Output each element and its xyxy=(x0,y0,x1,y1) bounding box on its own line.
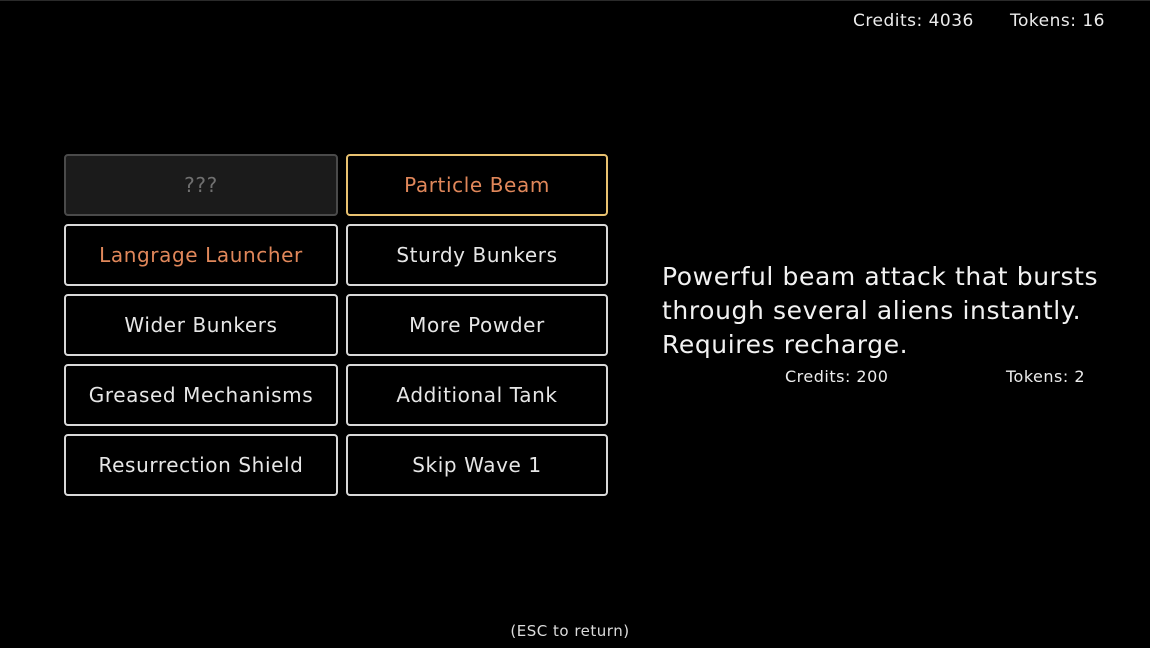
upgrade-button-particle-beam[interactable]: Particle Beam xyxy=(346,154,608,216)
upgrade-button-locked[interactable]: ??? xyxy=(64,154,338,216)
upgrade-button-wider-bunkers[interactable]: Wider Bunkers xyxy=(64,294,338,356)
upgrade-button-resurrection-shield[interactable]: Resurrection Shield xyxy=(64,434,338,496)
upgrade-button-langrage-launcher[interactable]: Langrage Launcher xyxy=(64,224,338,286)
escape-hint: (ESC to return) xyxy=(510,622,630,640)
upgrade-cost-tokens: Tokens: 2 xyxy=(1006,367,1086,386)
player-tokens: Tokens: 16 xyxy=(1010,11,1105,31)
upgrade-button-sturdy-bunkers[interactable]: Sturdy Bunkers xyxy=(346,224,608,286)
window-top-border xyxy=(0,0,1150,1)
upgrade-cost-credits: Credits: 200 xyxy=(785,367,889,386)
upgrade-grid: ??? Particle Beam Langrage Launcher Stur… xyxy=(64,154,608,496)
player-credits: Credits: 4036 xyxy=(853,11,974,31)
upgrade-description: Powerful beam attack that bursts through… xyxy=(662,262,1099,359)
upgrade-button-skip-wave-1[interactable]: Skip Wave 1 xyxy=(346,434,608,496)
upgrade-button-more-powder[interactable]: More Powder xyxy=(346,294,608,356)
upgrade-button-greased-mechanisms[interactable]: Greased Mechanisms xyxy=(64,364,338,426)
upgrade-button-additional-tank[interactable]: Additional Tank xyxy=(346,364,608,426)
